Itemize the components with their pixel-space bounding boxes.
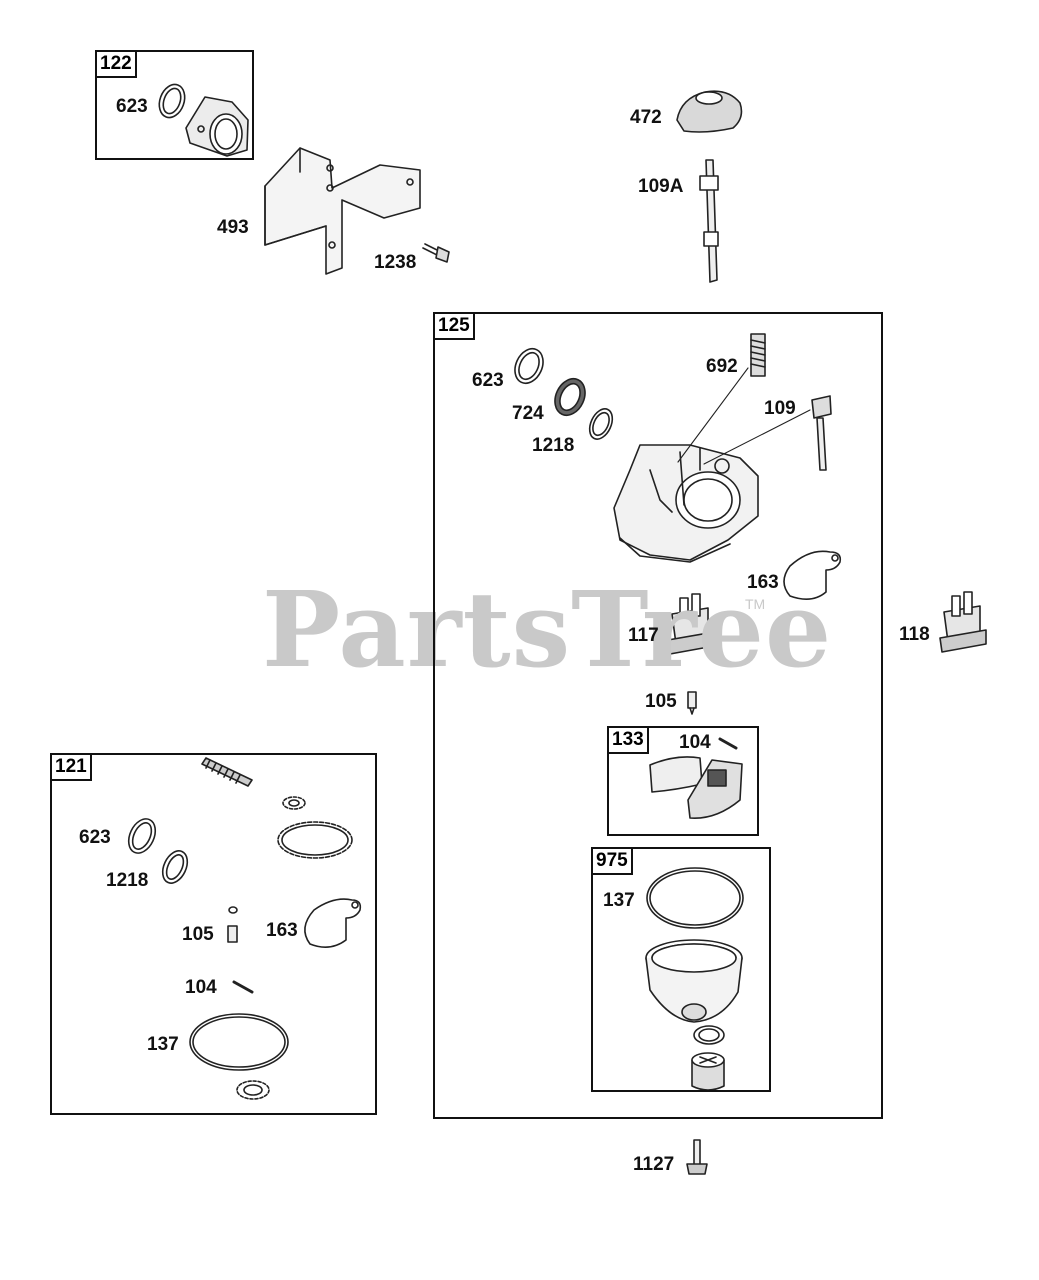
kit-box-133: 133 xyxy=(607,726,759,836)
pin-104-kit121[interactable] xyxy=(232,980,254,994)
needle-105-kit121[interactable] xyxy=(227,906,238,943)
choke-shaft-109A-part[interactable] xyxy=(699,159,719,283)
o-ring-1218-kit125[interactable] xyxy=(585,405,617,442)
bolt-1127-part[interactable] xyxy=(686,1139,708,1175)
kit-box-975: 975 xyxy=(591,847,771,1092)
spring-121-part[interactable] xyxy=(201,757,253,787)
callout-1218-kit125[interactable]: 1218 xyxy=(532,435,575,456)
callout-118[interactable]: 118 xyxy=(899,624,930,645)
kit-tag-125[interactable]: 125 xyxy=(435,314,475,340)
gasket-163-kit121[interactable] xyxy=(304,898,362,948)
needle-105-kit125[interactable] xyxy=(687,691,697,715)
callout-623-kit122[interactable]: 623 xyxy=(116,96,148,117)
shaft-109-part[interactable] xyxy=(811,395,832,471)
callout-623-kit121[interactable]: 623 xyxy=(79,827,111,848)
bracket-493-part[interactable] xyxy=(264,147,421,275)
kit-box-125: 125 xyxy=(433,312,883,1119)
carburetor-body-part[interactable] xyxy=(613,444,759,563)
callout-109[interactable]: 109 xyxy=(764,398,796,419)
knob-472-part[interactable] xyxy=(676,90,743,133)
fuel-solenoid-118-part[interactable] xyxy=(939,591,987,653)
spring-692-part[interactable] xyxy=(750,333,766,377)
float-bowl-975-part[interactable] xyxy=(645,939,743,1023)
callout-104-kit121[interactable]: 104 xyxy=(185,977,217,998)
callout-1238[interactable]: 1238 xyxy=(374,252,417,273)
gasket-round-kit121[interactable] xyxy=(277,821,353,859)
washer-small-kit121[interactable] xyxy=(282,796,306,810)
leader-109 xyxy=(703,409,811,465)
callout-163-kit121[interactable]: 163 xyxy=(266,920,298,941)
callout-623-kit125[interactable]: 623 xyxy=(472,370,504,391)
callout-1218-kit121[interactable]: 1218 xyxy=(106,870,149,891)
callout-105-kit125[interactable]: 105 xyxy=(645,691,677,712)
callout-692[interactable]: 692 xyxy=(706,356,738,377)
kit-tag-975[interactable]: 975 xyxy=(593,849,633,875)
o-ring-623-kit122[interactable] xyxy=(155,81,189,121)
o-ring-623-kit121[interactable] xyxy=(124,815,161,858)
callout-493[interactable]: 493 xyxy=(217,217,249,238)
o-ring-137-kit975[interactable] xyxy=(646,867,744,929)
kit-tag-121[interactable]: 121 xyxy=(52,755,92,781)
o-ring-1218-kit121[interactable] xyxy=(158,847,192,887)
callout-724[interactable]: 724 xyxy=(512,403,544,424)
callout-105-kit121[interactable]: 105 xyxy=(182,924,214,945)
bowl-nut-kit975[interactable] xyxy=(691,1052,725,1091)
leader-692 xyxy=(677,367,749,463)
kit-tag-122[interactable]: 122 xyxy=(97,52,137,78)
callout-163-kit125[interactable]: 163 xyxy=(747,572,779,593)
float-133-part[interactable] xyxy=(649,756,743,819)
seal-724-part[interactable] xyxy=(549,374,590,420)
intake-elbow-part[interactable] xyxy=(185,96,249,157)
watermark-text: PartsTree xyxy=(262,568,833,691)
callout-104-kit133[interactable]: 104 xyxy=(679,732,711,753)
washer-kit975[interactable] xyxy=(693,1025,725,1045)
screw-1238-part[interactable] xyxy=(422,243,450,263)
washer-bottom-kit121[interactable] xyxy=(236,1080,270,1100)
callout-472[interactable]: 472 xyxy=(630,107,662,128)
o-ring-623-kit125[interactable] xyxy=(510,344,549,388)
kit-box-122: 122 xyxy=(95,50,254,160)
kit-tag-133[interactable]: 133 xyxy=(609,728,649,754)
watermark-trademark: TM xyxy=(745,596,766,612)
o-ring-137-kit121[interactable] xyxy=(189,1013,289,1071)
pin-104-kit133[interactable] xyxy=(718,737,738,750)
kit-box-121: 121 xyxy=(50,753,377,1115)
gasket-163-kit125[interactable] xyxy=(783,550,842,600)
callout-117[interactable]: 117 xyxy=(628,625,659,646)
callout-1127[interactable]: 1127 xyxy=(633,1154,675,1175)
callout-109A[interactable]: 109A xyxy=(638,176,684,197)
callout-137-kit975[interactable]: 137 xyxy=(603,890,635,911)
fuel-solenoid-117-part[interactable] xyxy=(667,593,715,655)
callout-137-kit121[interactable]: 137 xyxy=(147,1034,179,1055)
